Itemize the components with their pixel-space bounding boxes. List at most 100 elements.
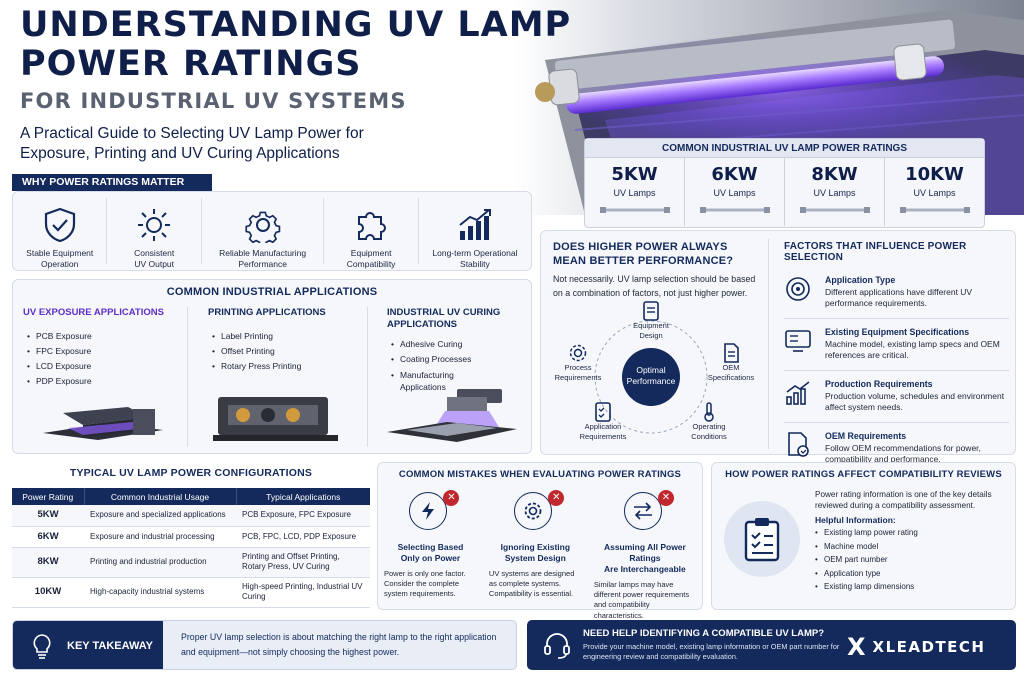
shield-check-icon: [44, 207, 75, 243]
node-line2: Requirements: [579, 431, 627, 441]
applications-title: COMMON INDUSTRIAL APPLICATIONS: [166, 286, 378, 298]
mistake-title-line1: Assuming All Power Ratings: [603, 542, 686, 564]
ratings-panel: COMMON INDUSTRIAL UV LAMP POWER RATINGS …: [584, 138, 985, 228]
table-cell: Exposure and specialized applications: [84, 505, 236, 527]
factors-title: FACTORS THAT INFLUENCE POWER SELECTION: [784, 241, 967, 263]
app-col-exposure: UV EXPOSURE APPLICATIONS PCB Exposure FP…: [23, 307, 188, 447]
table-cell: PCB, FPC, LCD, PDP Exposure: [236, 526, 370, 548]
node-line1: OEM: [722, 363, 740, 372]
lamp-tube-icon: [699, 207, 770, 213]
higher-title-line2: MEAN BETTER PERFORMANCE?: [553, 255, 734, 267]
table-cell: High-speed Printing, Industrial UV Curin…: [236, 577, 370, 608]
factor-text: Machine model, existing lamp specs and O…: [825, 338, 1000, 361]
list-item: Coating Processes: [391, 352, 527, 367]
list-item: Adhesive Curing: [391, 337, 527, 352]
center-line2: Performance: [626, 375, 676, 386]
factor-text: Different applications have different UV…: [825, 287, 973, 309]
compat-title: HOW POWER RATINGS AFFECT COMPATIBILITY R…: [725, 469, 1002, 480]
page-subtitle: FOR INDUSTRIAL UV SYSTEMS: [20, 89, 407, 113]
spec-sheet-icon: [724, 343, 739, 363]
document-icon: [643, 301, 659, 321]
gear-icon: [569, 344, 587, 362]
configs-table: Power Rating Common Industrial Usage Typ…: [12, 488, 370, 608]
mistake-title-line2: System Design: [504, 553, 566, 564]
brand-mark: X: [847, 633, 866, 661]
error-x-icon: ✕: [657, 490, 674, 506]
list-item: Existing lamp power rating: [815, 526, 1010, 540]
growth-chart-icon: [459, 209, 491, 240]
swap-arrows-icon: [623, 492, 662, 530]
error-x-icon: ✕: [548, 490, 565, 506]
compat-text: Power rating information is one of the k…: [815, 490, 992, 511]
mistake-text: UV systems are designed as complete syst…: [488, 569, 575, 599]
app-col-printing: PRINTING APPLICATIONS Label Printing Off…: [208, 307, 368, 447]
list-item: PCB Exposure: [27, 329, 187, 344]
node-line1: Equipment: [633, 321, 669, 330]
why-line1: Consistent: [134, 248, 175, 258]
rating-label: UV Lamps: [613, 188, 656, 198]
node-line1: Process: [564, 363, 592, 372]
higher-text: Not necessarily. UV lamp selection shoul…: [553, 274, 756, 298]
lightbulb-icon: [33, 634, 51, 659]
list-item: PDP Exposure: [27, 374, 187, 389]
table-row: 10KW High-capacity industrial systems Hi…: [12, 577, 370, 608]
clipboard-icon-circle: [724, 501, 800, 577]
xleadtech-logo: X XLEADTECH: [847, 633, 986, 661]
factor-text: Follow OEM recommendations for power, co…: [825, 442, 981, 465]
table-cell: 5KW: [12, 505, 84, 527]
node-line2: Specifications: [707, 372, 755, 382]
table-cell: Printing and Offset Printing, Rotary Pre…: [236, 547, 370, 578]
list-item: FPC Exposure: [27, 344, 187, 359]
rating-10kw: 10KW UV Lamps: [885, 158, 984, 226]
header: UNDERSTANDING UV LAMP POWER RATINGS FOR …: [20, 8, 580, 163]
table-header-row: Power Rating Common Industrial Usage Typ…: [12, 488, 370, 505]
table-row: 8KW Printing and industrial production P…: [12, 547, 370, 578]
table-cell: PCB Exposure, FPC Exposure: [236, 505, 370, 527]
factor-title: OEM Requirements: [825, 430, 907, 441]
list-item: Manufacturing Applications: [391, 367, 466, 393]
sun-icon: [138, 209, 171, 241]
node-line2: Requirements: [554, 372, 602, 382]
ratings-title: COMMON INDUSTRIAL UV LAMP POWER RATINGS: [585, 139, 984, 158]
table-cell: High-capacity industrial systems: [84, 577, 236, 608]
takeaway-banner: KEY TAKEAWAY Proper UV lamp selection is…: [12, 620, 517, 670]
why-line1: Reliable Manufacturing: [219, 248, 307, 258]
mistake-text: Similar lamps may have different power r…: [593, 580, 690, 620]
why-line2: Operation: [41, 259, 79, 270]
lamp-tube-icon: [599, 207, 670, 213]
table-cell: 6KW: [12, 526, 84, 548]
node-line2: Design: [639, 330, 663, 340]
guide-line1: A Practical Guide to Selecting UV Lamp P…: [20, 125, 364, 142]
lamp-tube-icon: [899, 207, 970, 213]
optimal-performance-circle: Optimal Performance: [622, 348, 680, 406]
list-item: Rotary Press Printing: [212, 359, 367, 374]
higher-power-panel: DOES HIGHER POWER ALWAYS MEAN BETTER PER…: [540, 230, 1016, 464]
rating-label: UV Lamps: [713, 188, 756, 198]
applications-panel: COMMON INDUSTRIAL APPLICATIONS UV EXPOSU…: [12, 279, 532, 454]
table-cell: 8KW: [12, 547, 84, 578]
app-col-title: PRINTING APPLICATIONS: [208, 307, 326, 318]
list-item: Existing lamp dimensions: [815, 580, 1010, 594]
higher-title-line1: DOES HIGHER POWER ALWAYS: [553, 241, 728, 253]
rating-label: UV Lamps: [813, 188, 856, 198]
rating-power: 6KW: [711, 164, 758, 185]
mistake-title-line2: Are Interchangeable: [604, 564, 686, 575]
why-line2: Performance: [238, 259, 287, 270]
printing-press-image: [213, 397, 338, 441]
table-cell: Printing and industrial production: [84, 547, 236, 578]
table-cell: Exposure and industrial processing: [84, 526, 236, 548]
factor-title: Existing Equipment Specifications: [825, 326, 970, 337]
certified-document-icon: [788, 432, 809, 457]
table-row: 6KW Exposure and industrial processing P…: [12, 526, 370, 548]
app-col-title: UV EXPOSURE APPLICATIONS: [23, 307, 164, 318]
why-line1: Long-term Operational: [432, 248, 518, 258]
